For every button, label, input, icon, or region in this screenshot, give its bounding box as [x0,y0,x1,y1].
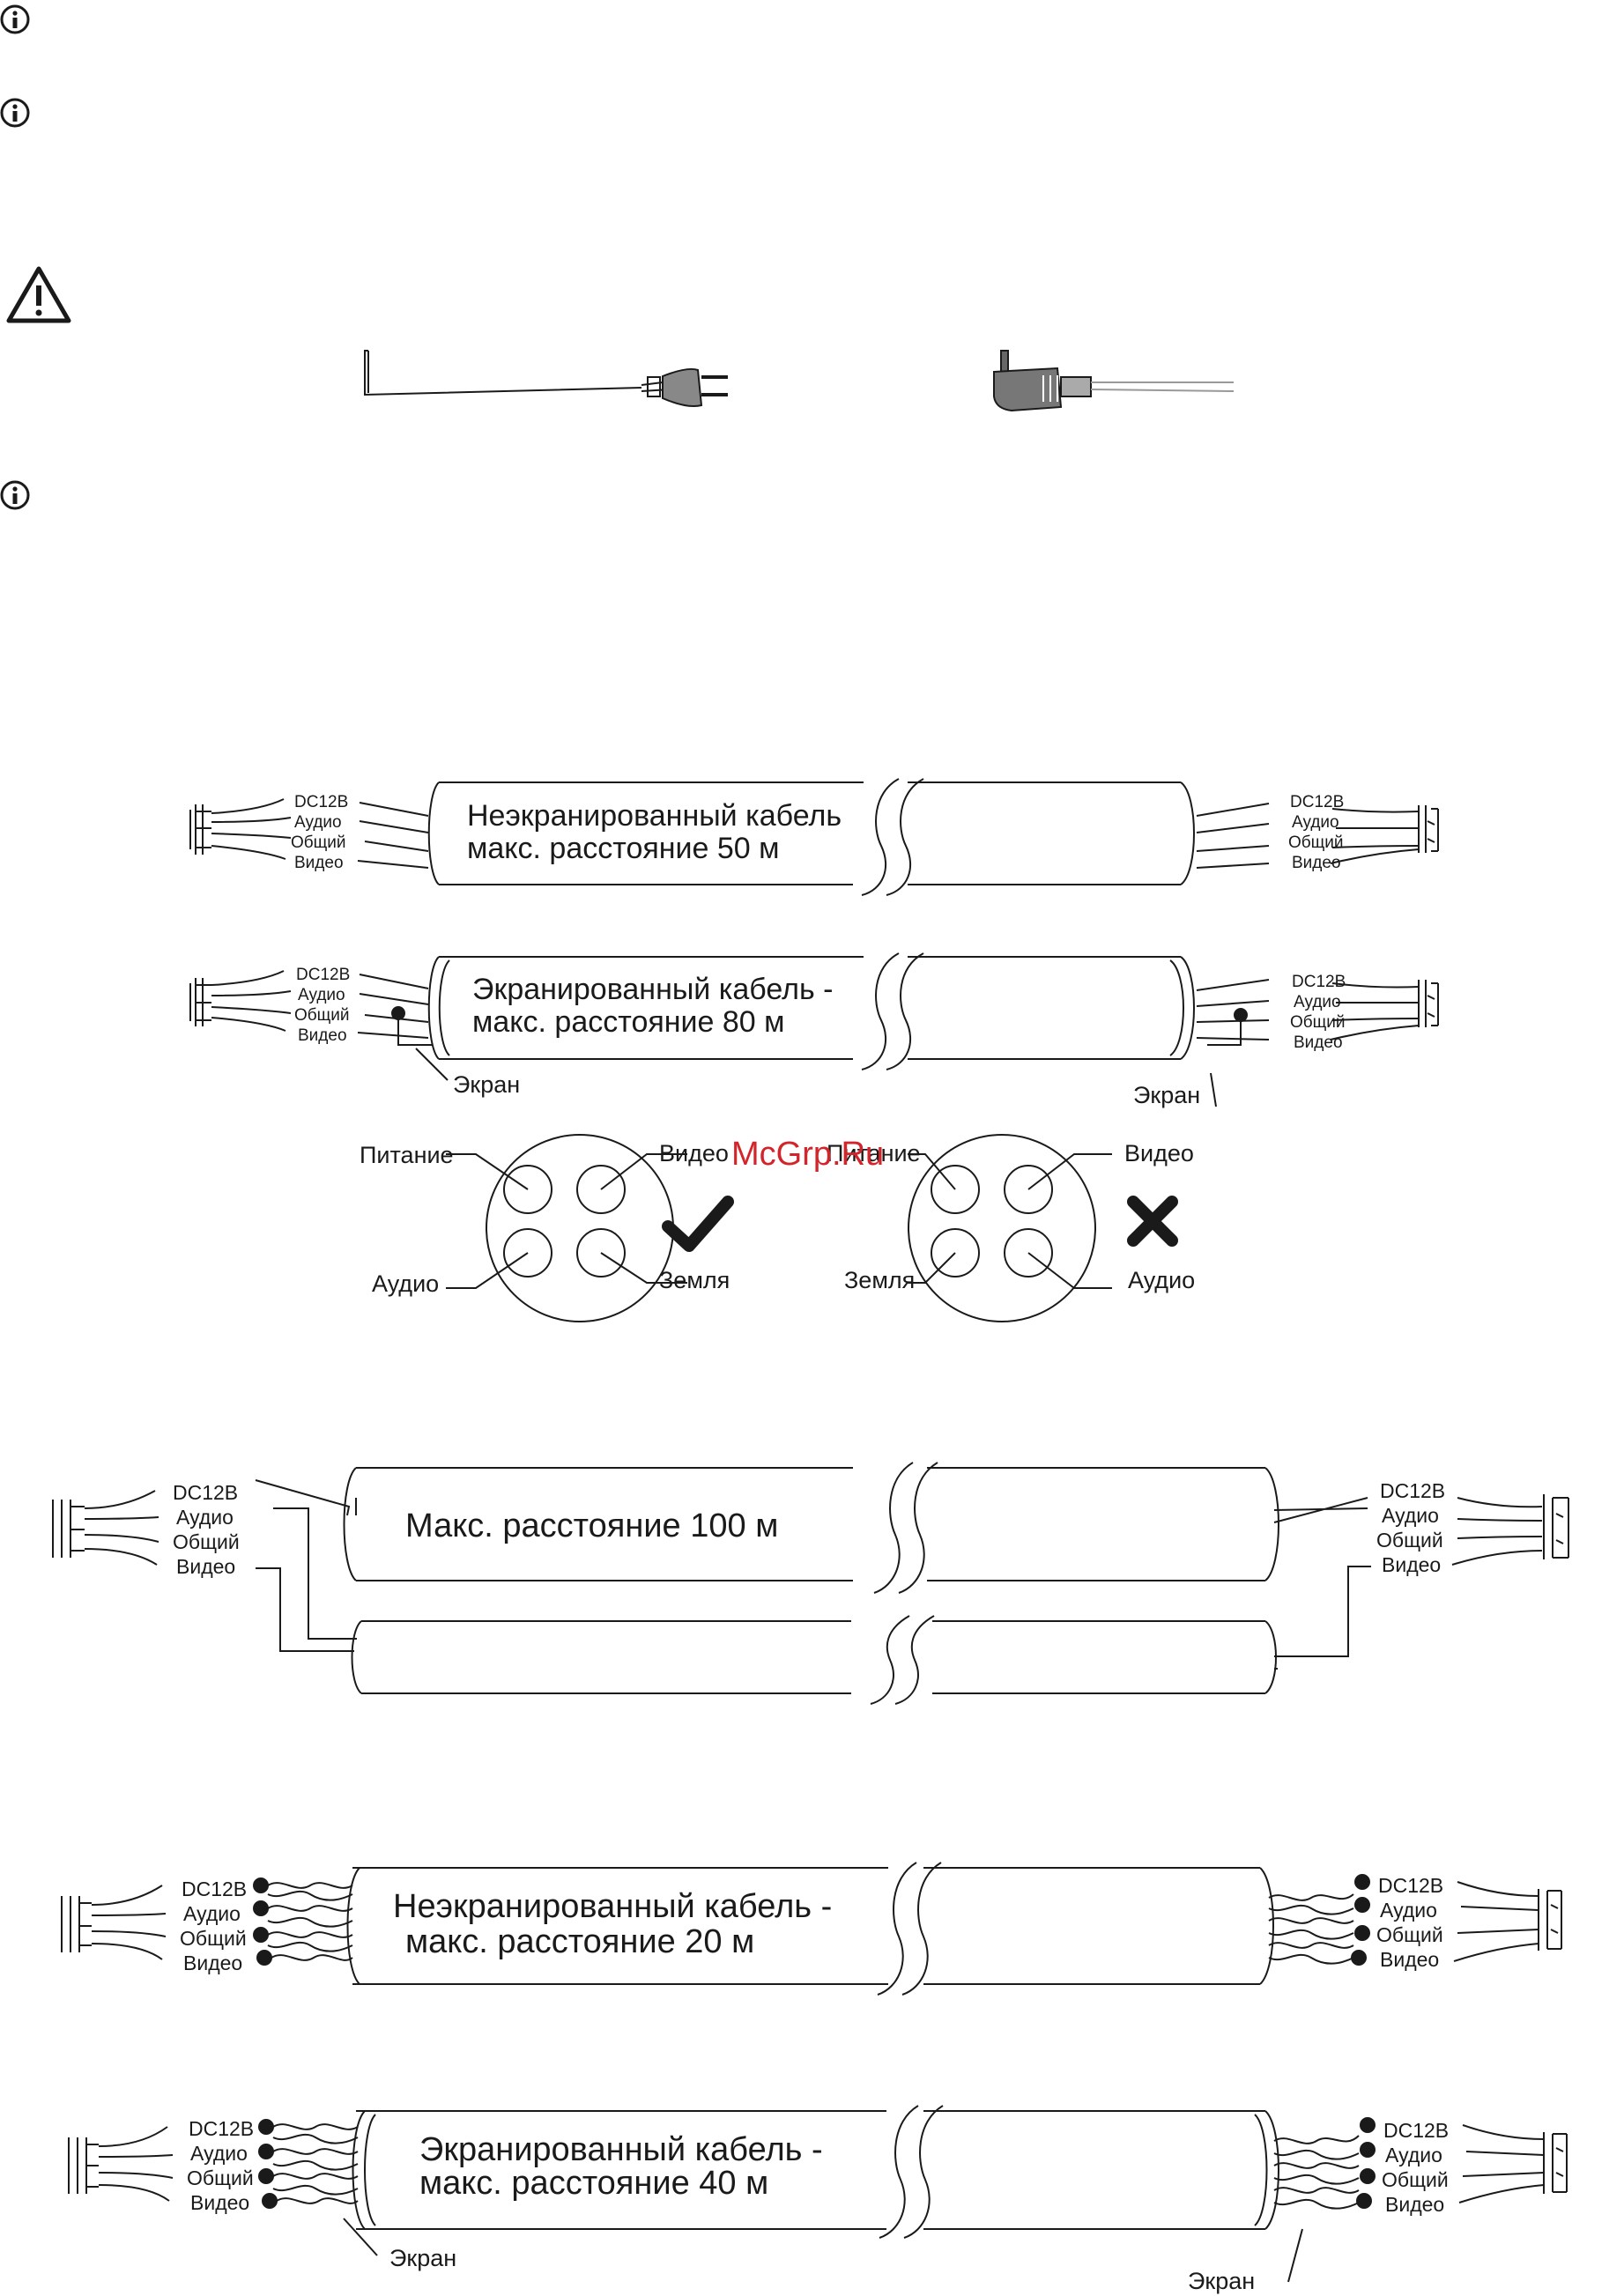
wire-label-power: DC12B [1380,1479,1445,1502]
cable-caption-line2: макс. расстояние 50 м [467,832,780,865]
connector-left [189,804,211,855]
connector-right [1418,980,1439,1027]
cable-caption-line2: макс. расстояние 40 м [419,2165,768,2202]
wire-label-power: DC12B [182,1878,247,1900]
shield-label: Экран [453,1071,520,1098]
pinout-wrong [908,1134,1178,1322]
watermark: McGrp.Ru [731,1136,884,1173]
connector-right [1538,1889,1562,1951]
connector-left [52,1500,85,1558]
info-icon [0,480,30,510]
shield-label: Экран [389,2245,456,2271]
wire-label-audio: Аудио [1292,813,1339,832]
diagram-twisted-20m [61,1862,1562,1996]
wire-label-common: Общий [294,1006,350,1025]
pin-label: Питание [360,1142,454,1168]
cable-caption-line1: Неэкранированный кабель [467,799,842,833]
wire-label-power: DC12B [296,966,350,984]
diagram-twisted-shielded-40m [68,2105,1568,2283]
wire-label-audio: Аудио [1382,1504,1439,1527]
wire-label-video: Видео [1294,1033,1343,1052]
cable-caption-line2: макс. расстояние 80 м [472,1005,785,1039]
wire-label-video: Видео [183,1952,242,1974]
wire-label-power: DC12B [1378,1874,1443,1897]
connector-left [68,2137,99,2194]
wire-label-video: Видео [1385,2193,1444,2216]
pin-label: Земля [844,1267,915,1293]
connector-right [1543,2132,1568,2194]
wire-label-video: Видео [1382,1553,1441,1576]
pinout-correct [446,1134,734,1322]
wire-label-video: Видео [298,1026,347,1045]
wire-label-power: DC12B [189,2117,254,2140]
wire-label-audio: Аудио [298,986,345,1004]
wire-label-power: DC12B [1292,973,1346,991]
pin-label: Аудио [1128,1267,1195,1293]
pin-label: Видео [659,1140,729,1167]
wire-label-power: DC12B [1383,2119,1449,2142]
cable-caption-line2: макс. расстояние 20 м [405,1923,754,1960]
wire-label-video: Видео [176,1555,235,1578]
wire-label-audio: Аудио [1294,993,1341,1011]
cable-caption-line1: Экранированный кабель - [472,973,833,1006]
cross-icon [1127,1196,1178,1247]
wire-label-power: DC12B [1290,793,1344,811]
wire-label-power: DC12B [294,793,348,811]
cable-caption: Макс. расстояние 100 м [405,1507,778,1544]
info-icon [0,4,30,34]
wire-label-common: Общий [1290,1013,1346,1032]
wire-label-common: Общий [187,2166,254,2189]
wire-label-common: Общий [1382,2168,1449,2191]
wire-label-common: Общий [180,1927,247,1950]
wire-label-common: Общий [1288,833,1344,852]
mains-plug-icon [364,350,728,407]
cable-caption-line1: Экранированный кабель - [419,2131,823,2168]
info-icon [0,98,30,128]
pin-label: Земля [659,1267,730,1293]
connector-left [189,978,211,1026]
wire-label-common: Общий [291,833,346,852]
wire-label-audio: Аудио [1380,1899,1437,1922]
pin-label: Питание [827,1140,921,1167]
wire-label-video: Видео [1380,1948,1439,1971]
wire-label-common: Общий [173,1530,240,1553]
wire-label-video: Видео [1292,854,1341,872]
wire-label-audio: Аудио [190,2142,248,2165]
connector-right [1543,1494,1569,1559]
checkmark-icon [662,1196,734,1252]
wire-label-audio: Аудио [176,1506,234,1529]
shield-label: Экран [1133,1082,1200,1108]
wire-label-power: DC12B [173,1481,238,1504]
dc-plug-icon [993,350,1235,412]
wire-label-audio: Аудио [183,1902,241,1925]
wire-label-common: Общий [1376,1923,1443,1946]
diagram-shielded-80m [189,952,1439,1107]
pin-label: Аудио [372,1270,439,1297]
diagram-coax-100m [52,1462,1569,1705]
pin-label: Видео [1124,1140,1194,1167]
connector-left [61,1896,92,1952]
wire-label-video: Видео [190,2191,249,2214]
wire-label-audio: Аудио [1385,2144,1442,2166]
wire-label-common: Общий [1376,1529,1443,1552]
wire-label-video: Видео [294,854,344,872]
shield-label: Экран [1188,2268,1255,2294]
wire-label-audio: Аудио [294,813,342,832]
cable-caption-line1: Неэкранированный кабель - [393,1888,832,1925]
diagram-unshielded-50m [189,778,1439,896]
warning-icon [6,266,71,323]
connector-right [1418,805,1439,853]
